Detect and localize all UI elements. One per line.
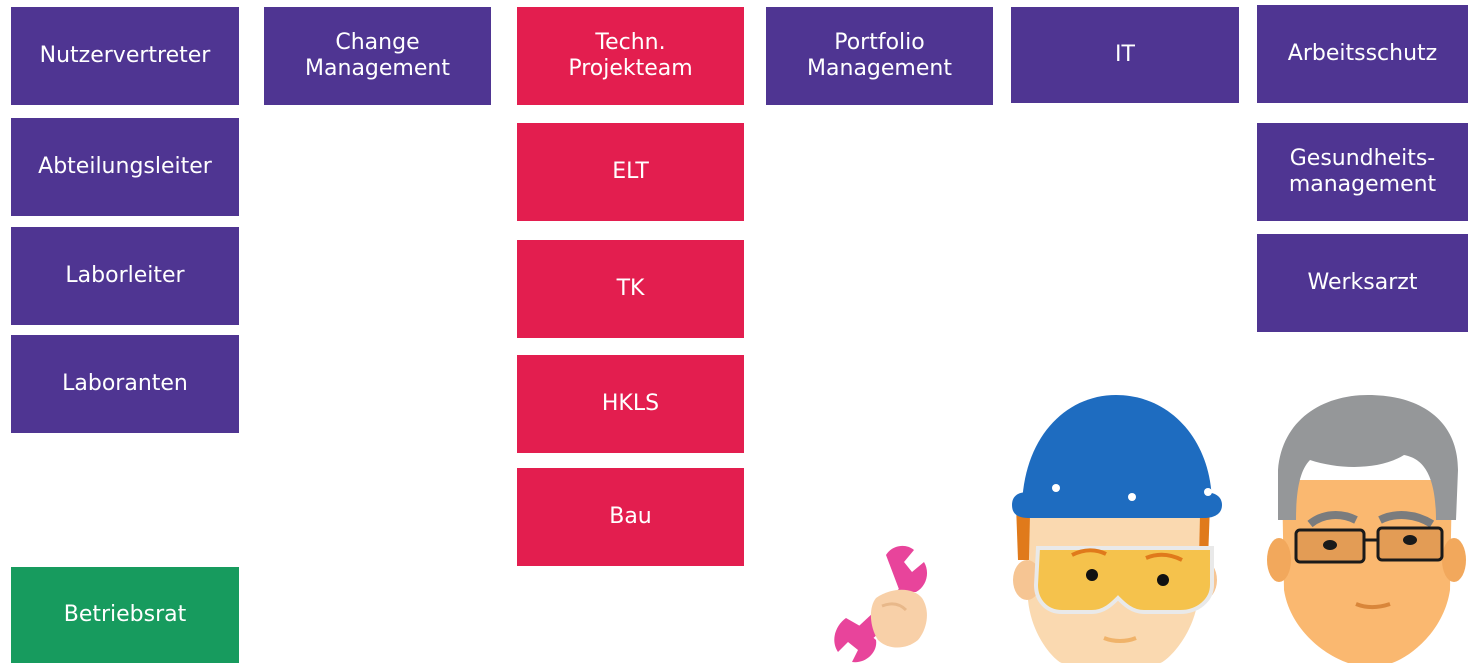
box-laborleiter: Laborleiter — [11, 227, 239, 325]
box-abteilungsleiter: Abteilungsleiter — [11, 118, 239, 216]
box-it: IT — [1011, 7, 1239, 103]
worker-with-helmet-icon — [1012, 395, 1222, 663]
box-change-management: Change Management — [264, 7, 491, 105]
box-werksarzt: Werksarzt — [1257, 234, 1468, 332]
box-elt: ELT — [517, 123, 744, 221]
box-gesundheitsmanagement: Gesundheits- management — [1257, 123, 1468, 221]
box-bau: Bau — [517, 468, 744, 566]
box-portfolio-management: Portfolio Management — [766, 7, 993, 105]
box-hkls: HKLS — [517, 355, 744, 453]
box-tk: TK — [517, 240, 744, 338]
box-techn-projekteam: Techn. Projekteam — [517, 7, 744, 105]
box-arbeitsschutz: Arbeitsschutz — [1257, 5, 1468, 103]
wrench-icon — [834, 545, 928, 663]
box-laboranten: Laboranten — [11, 335, 239, 433]
box-betriebsrat: Betriebsrat — [11, 567, 239, 663]
doctor-with-glasses-icon — [1267, 395, 1466, 663]
box-nutzervertreter: Nutzervertreter — [11, 7, 239, 105]
